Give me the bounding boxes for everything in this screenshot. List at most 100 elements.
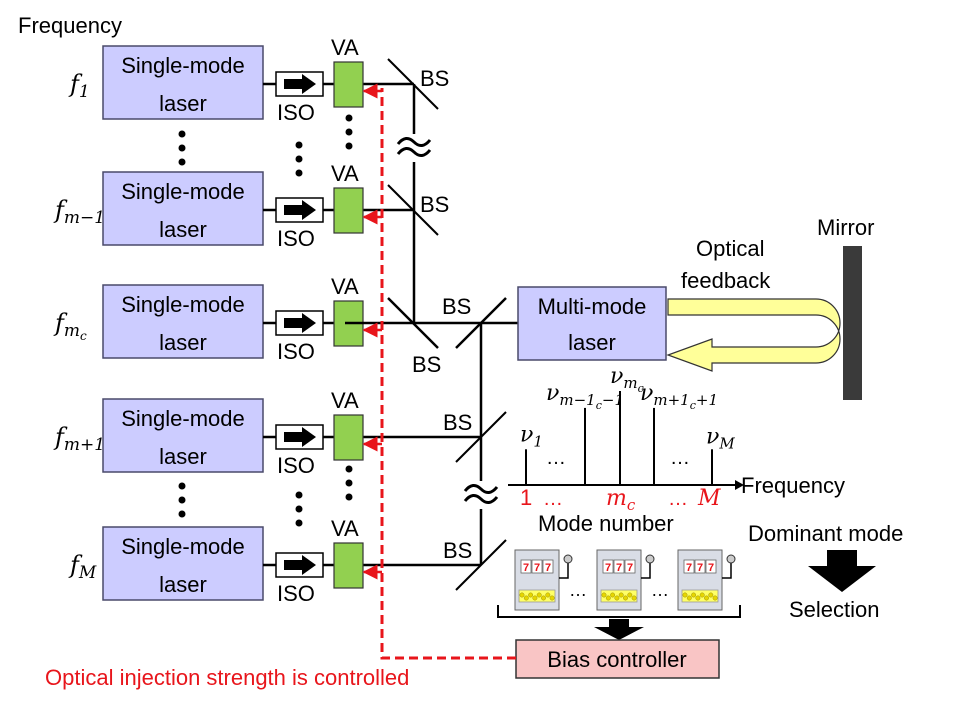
ellipsis-dot <box>178 158 186 166</box>
bs-label: BS <box>443 410 472 435</box>
laser-label-line2: laser <box>159 444 207 469</box>
ellipsis-dot <box>345 493 353 501</box>
svg-text:7: 7 <box>605 562 611 574</box>
bs-label: BS <box>420 66 449 91</box>
isolator-label: ISO <box>277 100 315 125</box>
center-bs-upper-label: BS <box>442 294 471 319</box>
multimode-laser-line1: Multi-mode <box>538 294 647 319</box>
mode-number-label: M <box>697 486 721 511</box>
variable-attenuator <box>333 414 364 461</box>
va-label: VA <box>331 388 359 413</box>
laser-label-line1: Single-mode <box>121 406 245 431</box>
isolator-arrow-icon <box>284 200 316 220</box>
selection-down-arrow-icon <box>808 550 876 592</box>
svg-text:7: 7 <box>697 562 703 574</box>
variable-attenuator <box>333 61 364 108</box>
isolator-label: ISO <box>277 226 315 251</box>
va-label: VA <box>331 274 359 299</box>
svg-text:7: 7 <box>523 562 529 574</box>
va-label: VA <box>331 161 359 186</box>
ellipsis-dot <box>178 482 186 490</box>
mode-frequency-label: νM <box>706 424 735 452</box>
va-label: VA <box>331 516 359 541</box>
isolator-arrow-icon <box>284 313 316 333</box>
laser-label-line2: laser <box>159 572 207 597</box>
isolator-label: ISO <box>277 581 315 606</box>
mode-frequency-label: νm−1c−1 <box>546 381 624 412</box>
ellipsis-dot <box>345 128 353 136</box>
bs-label: BS <box>443 538 472 563</box>
bias-controller-label: Bias controller <box>547 647 686 672</box>
mode-ellipsis: … <box>543 488 563 510</box>
ellipsis-dot <box>295 155 303 163</box>
variable-attenuator <box>333 542 364 589</box>
spectrum-ellipsis: … <box>670 447 690 469</box>
single-mode-laser-rows: f1Single-modelaserISOVABSfm−1c−1Single-m… <box>53 35 507 606</box>
bs-label: BS <box>420 192 449 217</box>
ellipsis-dot <box>295 169 303 177</box>
ellipsis-dot <box>345 479 353 487</box>
spectrum-axis-label: Frequency <box>741 473 845 498</box>
ellipsis-dot <box>295 141 303 149</box>
multimode-laser-line2: laser <box>568 330 616 355</box>
mode-frequency-label: νmc <box>610 364 644 395</box>
axis-arrow-icon <box>735 480 744 490</box>
spectrum-ellipsis: … <box>546 447 566 469</box>
single-mode-laser-box <box>102 398 264 473</box>
ellipsis-dot <box>295 519 303 527</box>
ellipsis-dot <box>178 144 186 152</box>
single-mode-laser-box <box>102 45 264 120</box>
slot-ellipsis: … <box>569 580 587 600</box>
mode-number-axis-label: Mode number <box>538 511 674 536</box>
laser-label-line2: laser <box>159 91 207 116</box>
dominant-mode-label: Dominant mode <box>748 521 903 546</box>
mirror <box>843 246 862 400</box>
ellipsis-dot <box>178 496 186 504</box>
optical-feedback-line1: Optical <box>696 236 764 261</box>
laser-label-line1: Single-mode <box>121 53 245 78</box>
slot-ellipsis: … <box>651 580 669 600</box>
optical-feedback-line2: feedback <box>681 268 771 293</box>
ellipsis-dot <box>295 491 303 499</box>
isolator-arrow-icon <box>284 74 316 94</box>
selection-label: Selection <box>789 597 880 622</box>
laser-label-line2: laser <box>159 330 207 355</box>
laser-label-line1: Single-mode <box>121 179 245 204</box>
frequency-label: fM <box>68 551 97 583</box>
mode-ellipsis: … <box>668 488 688 510</box>
multimode-laser: Multi-mode laser <box>517 286 667 361</box>
slot-machine-bracket <box>497 605 741 618</box>
va-control-arrows <box>362 83 382 580</box>
ellipsis-dot <box>345 142 353 150</box>
mode-frequency-label: ν1 <box>520 422 543 450</box>
laser-label-line1: Single-mode <box>121 292 245 317</box>
ellipsis-dot <box>178 510 186 518</box>
control-note: Optical injection strength is controlled <box>45 665 409 690</box>
ellipsis-dot <box>178 130 186 138</box>
bias-controller: Bias controller <box>515 639 720 679</box>
bracket-down-arrow-icon <box>594 619 644 640</box>
frequency-column-title: Frequency <box>18 13 122 38</box>
isolator-label: ISO <box>277 453 315 478</box>
optical-feedback-arrow <box>666 298 841 372</box>
svg-text:7: 7 <box>545 562 551 574</box>
isolator-label: ISO <box>277 339 315 364</box>
svg-text:7: 7 <box>708 562 714 574</box>
lower-break-symbol <box>463 481 499 509</box>
single-mode-laser-box <box>102 284 264 359</box>
mirror-label: Mirror <box>817 215 874 240</box>
svg-text:7: 7 <box>534 562 540 574</box>
center-bs-lower-label: BS <box>412 352 441 377</box>
mode-number-label: mc <box>606 486 636 514</box>
frequency-label: f1 <box>68 70 90 102</box>
mode-number-label: 1 <box>520 485 532 510</box>
svg-text:7: 7 <box>627 562 633 574</box>
